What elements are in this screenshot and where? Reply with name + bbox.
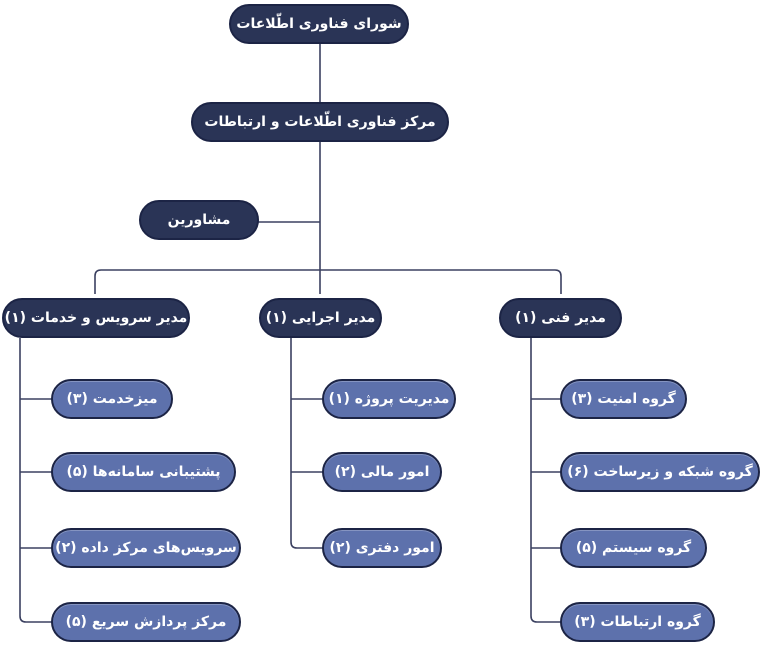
executive-unit-node: مدیریت پروژه (۱) xyxy=(322,379,456,419)
technical-manager-node: مدیر فنی (۱) xyxy=(499,298,622,338)
technical-manager-label: مدیر فنی (۱) xyxy=(515,310,606,326)
service-unit-label: میزخدمت (۳) xyxy=(66,391,158,407)
service-unit-label: پشتیبانی سامانه‌ها (۵) xyxy=(66,464,221,480)
council-node: شورای فناوری اطّلاعات xyxy=(229,4,409,44)
executive-manager-label: مدیر اجرایی (۱) xyxy=(265,310,376,326)
executive-unit-node: امور دفتری (۲) xyxy=(322,528,442,568)
service-unit-node: سرویس‌های مرکز داده (۲) xyxy=(51,528,241,568)
service-manager-node: مدیر سرویس و خدمات (۱) xyxy=(2,298,190,338)
service-unit-label: سرویس‌های مرکز داده (۲) xyxy=(55,540,237,556)
technical-unit-label: گروه امنیت (۳) xyxy=(571,391,676,407)
executive-unit-label: امور مالی (۲) xyxy=(334,464,430,480)
executive-unit-label: مدیریت پروژه (۱) xyxy=(328,391,450,407)
service-unit-node: پشتیبانی سامانه‌ها (۵) xyxy=(51,452,236,492)
executive-manager-node: مدیر اجرایی (۱) xyxy=(259,298,382,338)
technical-unit-node: گروه شبکه و زیرساخت (۶) xyxy=(560,452,760,492)
council-label: شورای فناوری اطّلاعات xyxy=(236,16,402,32)
executive-unit-node: امور مالی (۲) xyxy=(322,452,442,492)
technical-unit-node: گروه سیستم (۵) xyxy=(560,528,707,568)
technical-unit-node: گروه ارتباطات (۳) xyxy=(560,602,715,642)
service-unit-label: مرکز پردازش سریع (۵) xyxy=(65,614,227,630)
technical-unit-label: گروه ارتباطات (۳) xyxy=(574,614,701,630)
service-manager-label: مدیر سرویس و خدمات (۱) xyxy=(4,310,188,326)
advisors-node: مشاورین xyxy=(139,200,259,240)
service-unit-node: مرکز پردازش سریع (۵) xyxy=(51,602,241,642)
executive-unit-label: امور دفتری (۲) xyxy=(329,540,435,556)
technical-unit-node: گروه امنیت (۳) xyxy=(560,379,687,419)
technical-unit-label: گروه سیستم (۵) xyxy=(575,540,692,556)
technical-unit-label: گروه شبکه و زیرساخت (۶) xyxy=(567,464,753,480)
service-unit-node: میزخدمت (۳) xyxy=(51,379,173,419)
advisors-label: مشاورین xyxy=(167,212,231,228)
it-center-node: مرکز فناوری اطّلاعات و ارتباطات xyxy=(191,102,449,142)
it-center-label: مرکز فناوری اطّلاعات و ارتباطات xyxy=(204,114,436,130)
